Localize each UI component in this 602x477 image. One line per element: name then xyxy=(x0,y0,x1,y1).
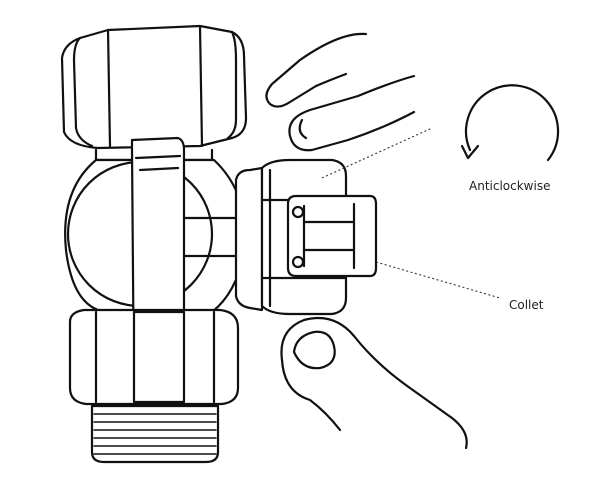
bottom-hex-nut xyxy=(68,308,240,406)
rotation-leader-line xyxy=(321,127,433,179)
upper-hand-fingers xyxy=(265,32,416,152)
collet-label: Collet xyxy=(509,298,544,312)
anticlockwise-label: Anticlockwise xyxy=(469,179,550,193)
threaded-end xyxy=(90,404,220,464)
push-fit-fitting xyxy=(234,158,378,316)
valve-body xyxy=(60,24,270,464)
collet-leader-line xyxy=(375,261,501,299)
collet-ring xyxy=(286,194,378,278)
lower-hand-thumb xyxy=(280,316,468,450)
top-hex-nut xyxy=(60,24,248,162)
anticlockwise-arrow-icon xyxy=(460,84,560,162)
